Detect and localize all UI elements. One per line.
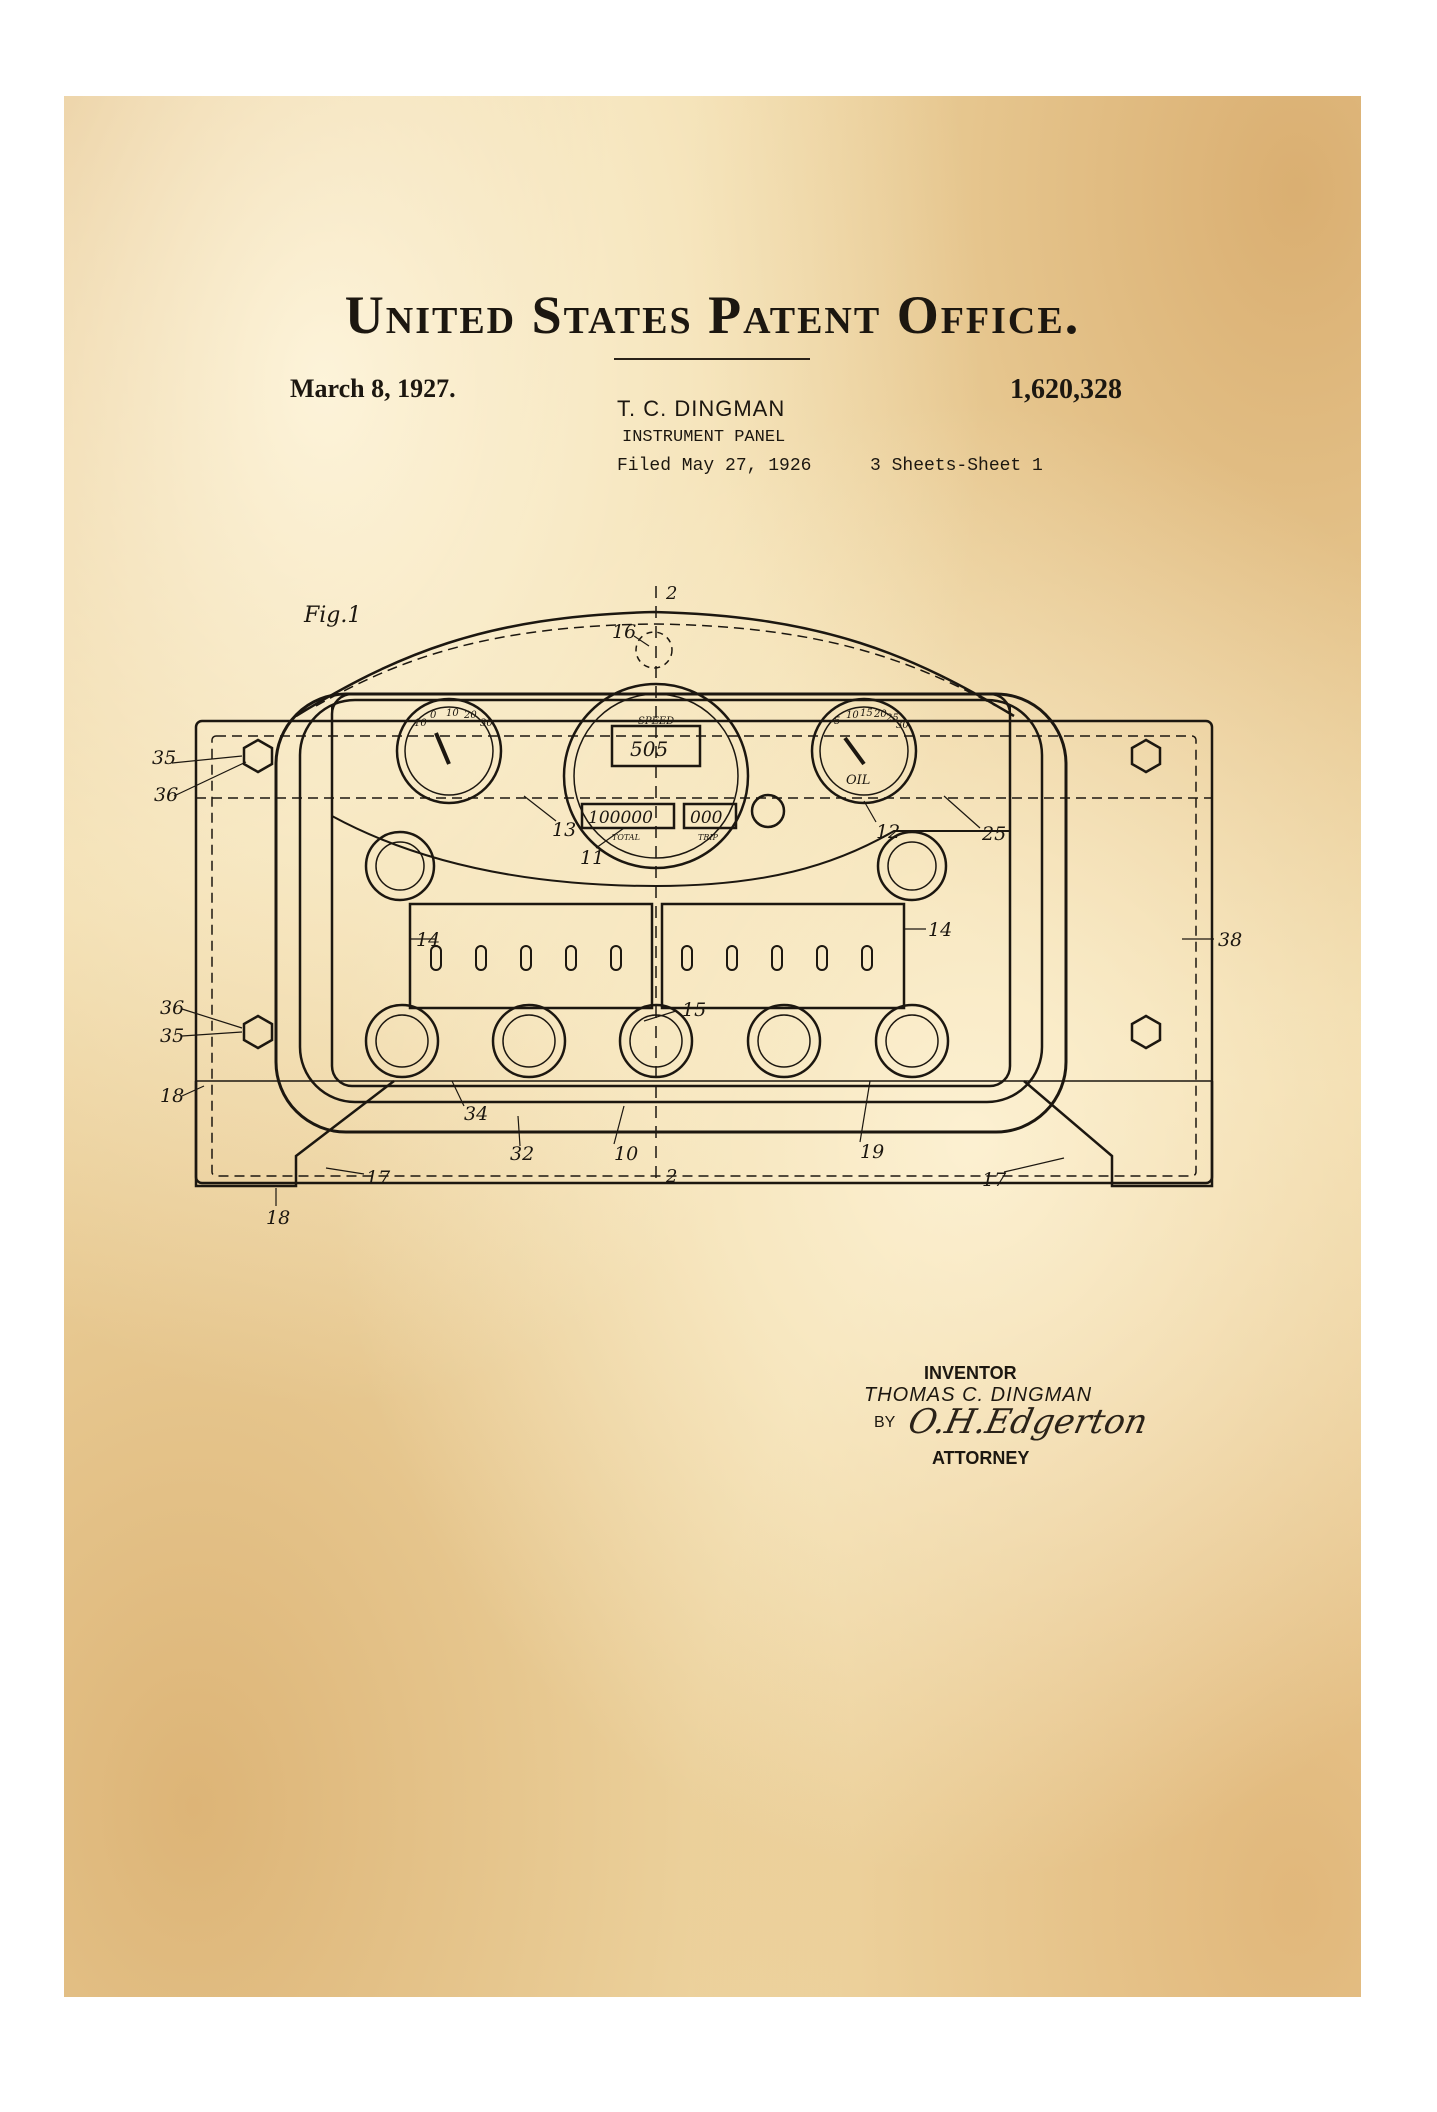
- left-gauge-needle: [436, 733, 449, 764]
- ref-16: 16: [612, 621, 636, 643]
- ref-14-left: 14: [416, 929, 440, 951]
- base-frame: [196, 721, 1212, 1183]
- ref-10: 10: [614, 1143, 638, 1165]
- right-scale-3: 15: [860, 708, 873, 719]
- lower-knobs: [366, 1005, 948, 1077]
- odometer-total-value: 100000: [588, 808, 653, 828]
- left-scale-3: 10: [446, 708, 459, 719]
- speed-label: SPEED: [638, 716, 674, 727]
- ref-34: 34: [464, 1103, 488, 1125]
- ref-25: 25: [981, 823, 1006, 845]
- right-scale-2: 10: [846, 710, 859, 721]
- ref-32: 32: [510, 1143, 534, 1165]
- ref-38: 38: [1218, 929, 1242, 951]
- ref-11: 11: [580, 847, 604, 869]
- ref-36-top: 36: [154, 784, 178, 806]
- attorney-label: ATTORNEY: [932, 1448, 1029, 1469]
- speedometer-knob: [752, 795, 784, 827]
- ref-18-left: 18: [160, 1085, 184, 1107]
- left-scale-4: 20: [463, 710, 477, 721]
- ref-19: 19: [860, 1141, 884, 1163]
- ref-12: 12: [876, 821, 900, 843]
- ref-15: 15: [682, 999, 706, 1021]
- left-scale-2: 0: [430, 710, 437, 721]
- ref-35-top: 35: [152, 747, 176, 769]
- hood-mount-circle: [636, 632, 672, 668]
- right-scale-1: 5: [834, 716, 840, 727]
- ref-35-bottom: 35: [160, 1025, 184, 1047]
- odometer-trip-label: TRIP: [698, 833, 719, 842]
- speed-reading: 505: [630, 737, 668, 761]
- ref-13: 13: [552, 819, 576, 841]
- odometer-trip-value: 000: [690, 808, 723, 828]
- right-gauge-needle: [845, 738, 864, 764]
- odometer-total-label: TOTAL: [612, 833, 640, 842]
- ref-17-left: 17: [366, 1167, 391, 1189]
- inner-panel: [300, 700, 1042, 1102]
- inventor-label: INVENTOR: [924, 1363, 1017, 1384]
- ref-36-bottom: 36: [160, 997, 184, 1019]
- instrument-panel-drawing: Fig.1 2 2: [64, 96, 1361, 1997]
- attorney-signature: O.H.Edgerton: [905, 1402, 1151, 1442]
- patent-sheet: United States Patent Office. March 8, 19…: [64, 96, 1361, 1997]
- ref-14-right: 14: [928, 919, 952, 941]
- left-scale-1: 10: [414, 718, 427, 729]
- figure-label: Fig.1: [303, 603, 361, 628]
- ref-17-right: 17: [982, 1169, 1007, 1191]
- by-label: BY: [874, 1414, 895, 1432]
- section-marker-top: 2: [665, 583, 677, 604]
- oil-label: OIL: [846, 773, 870, 788]
- left-scale-5: 30: [480, 718, 493, 729]
- right-foot: [1024, 1081, 1212, 1186]
- ref-18-bottom: 18: [266, 1207, 290, 1229]
- right-scale-6: 30: [896, 720, 909, 731]
